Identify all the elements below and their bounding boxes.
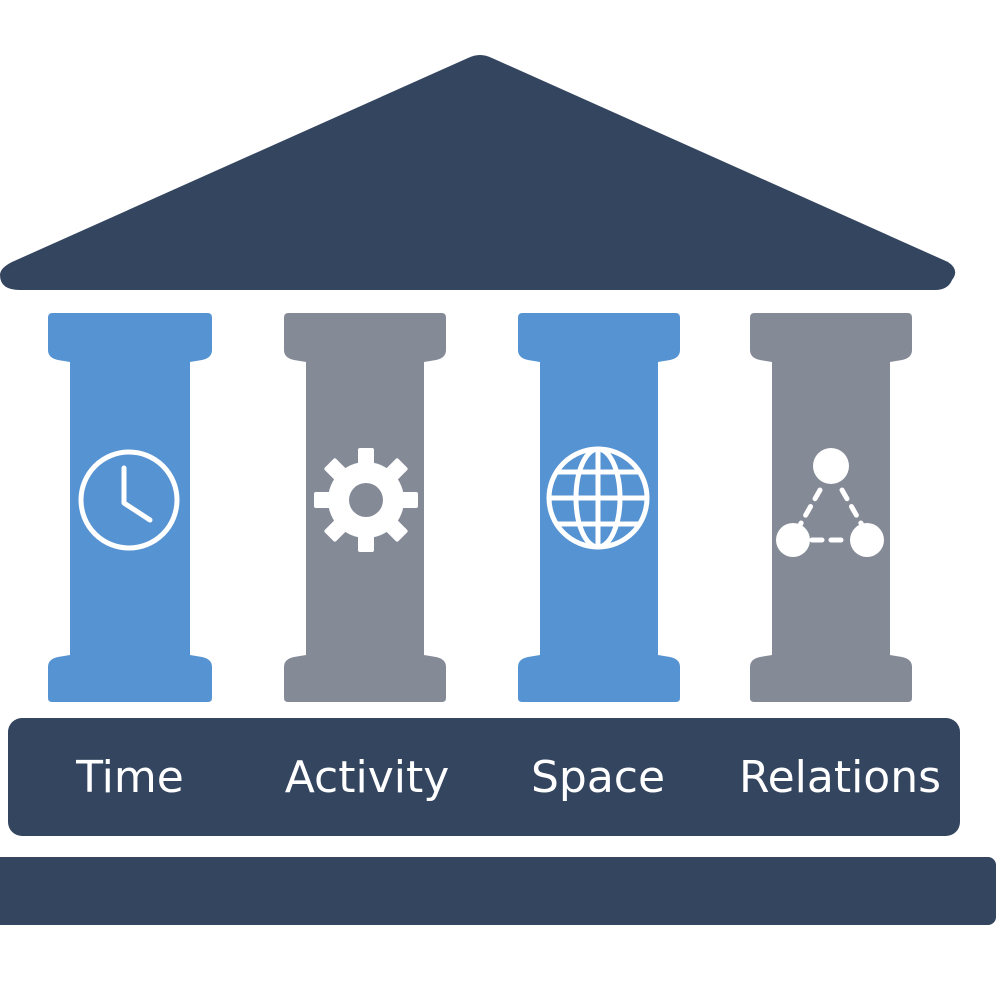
temple-roof [0,55,956,290]
gear-icon [314,448,418,552]
pillar-relations-column [750,313,912,702]
pillar-activity [284,313,446,702]
clock-icon [78,449,180,551]
pillar-label-activity: Activity [284,752,450,803]
temple-base [8,718,960,836]
pillar-time [48,313,212,702]
pillar-label-space: Space [530,752,666,803]
globe-icon [546,446,650,550]
network-icon [776,448,884,557]
pillar-relations [750,313,912,702]
pillar-label-relations: Relations [738,752,942,803]
temple-foundation-step [0,857,996,925]
pillar-label-time: Time [76,752,184,803]
pillar-space [518,313,680,702]
